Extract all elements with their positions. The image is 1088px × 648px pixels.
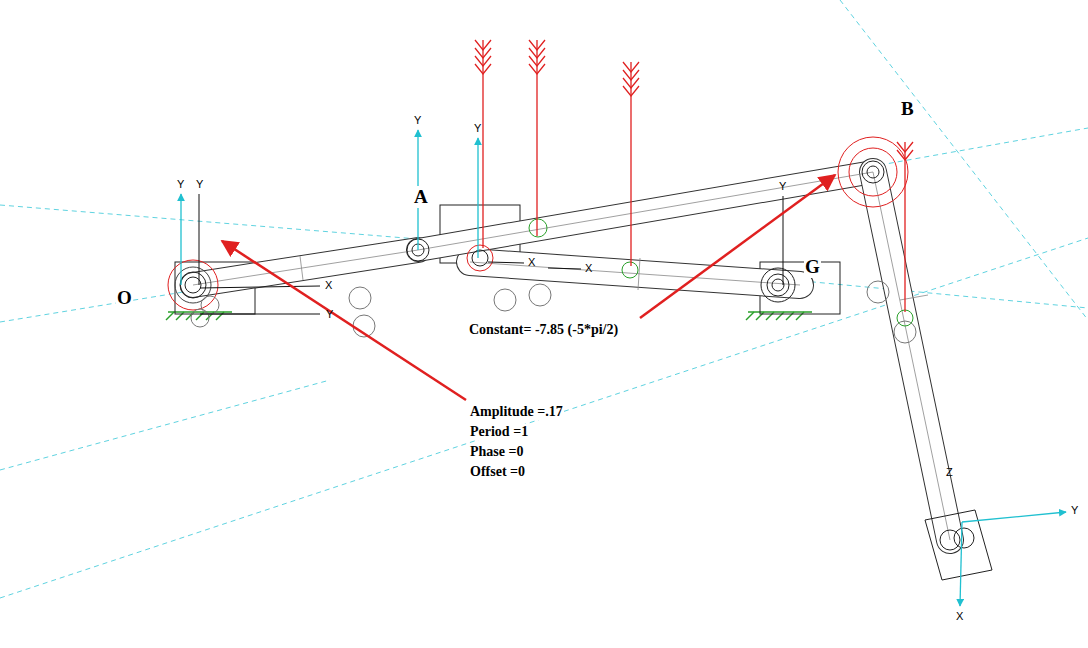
leader-arrow — [222, 175, 835, 400]
marker-circle — [529, 219, 913, 326]
axis-arrow — [181, 130, 1066, 606]
axis-label: Y — [195, 178, 204, 191]
axis-label: X — [527, 256, 536, 269]
callout-text: Offset =0 — [469, 464, 526, 480]
callout-text: Phase =0 — [469, 444, 524, 460]
joint — [168, 137, 974, 550]
marker-box — [175, 205, 840, 314]
point-label: B — [900, 98, 915, 120]
bar-centerline — [193, 172, 950, 540]
axis-label: X — [955, 610, 964, 623]
axis-label: X — [584, 262, 593, 275]
axis-label: Y — [176, 178, 185, 191]
point-label: A — [413, 186, 429, 208]
axis-label: Y — [325, 308, 334, 321]
point-label: G — [804, 256, 821, 278]
callout-text: Constant= -7.85 (-5*pi/2) — [468, 322, 619, 338]
callout-text: Period =1 — [469, 424, 529, 440]
construction-line — [0, 0, 1088, 598]
point-label: O — [116, 287, 133, 309]
axis-label: Y — [473, 122, 482, 135]
callout-text: Amplitude =.17 — [469, 404, 564, 420]
axis-label: Y — [778, 180, 787, 193]
force-arrow — [475, 40, 913, 312]
ground-symbol — [166, 312, 812, 320]
axis-label: Z — [945, 466, 954, 479]
axis-label: X — [324, 279, 333, 292]
link-bar — [193, 172, 950, 540]
axis-label: Y — [1070, 504, 1079, 517]
axis-label: Y — [413, 114, 422, 127]
axis-line — [199, 194, 783, 314]
